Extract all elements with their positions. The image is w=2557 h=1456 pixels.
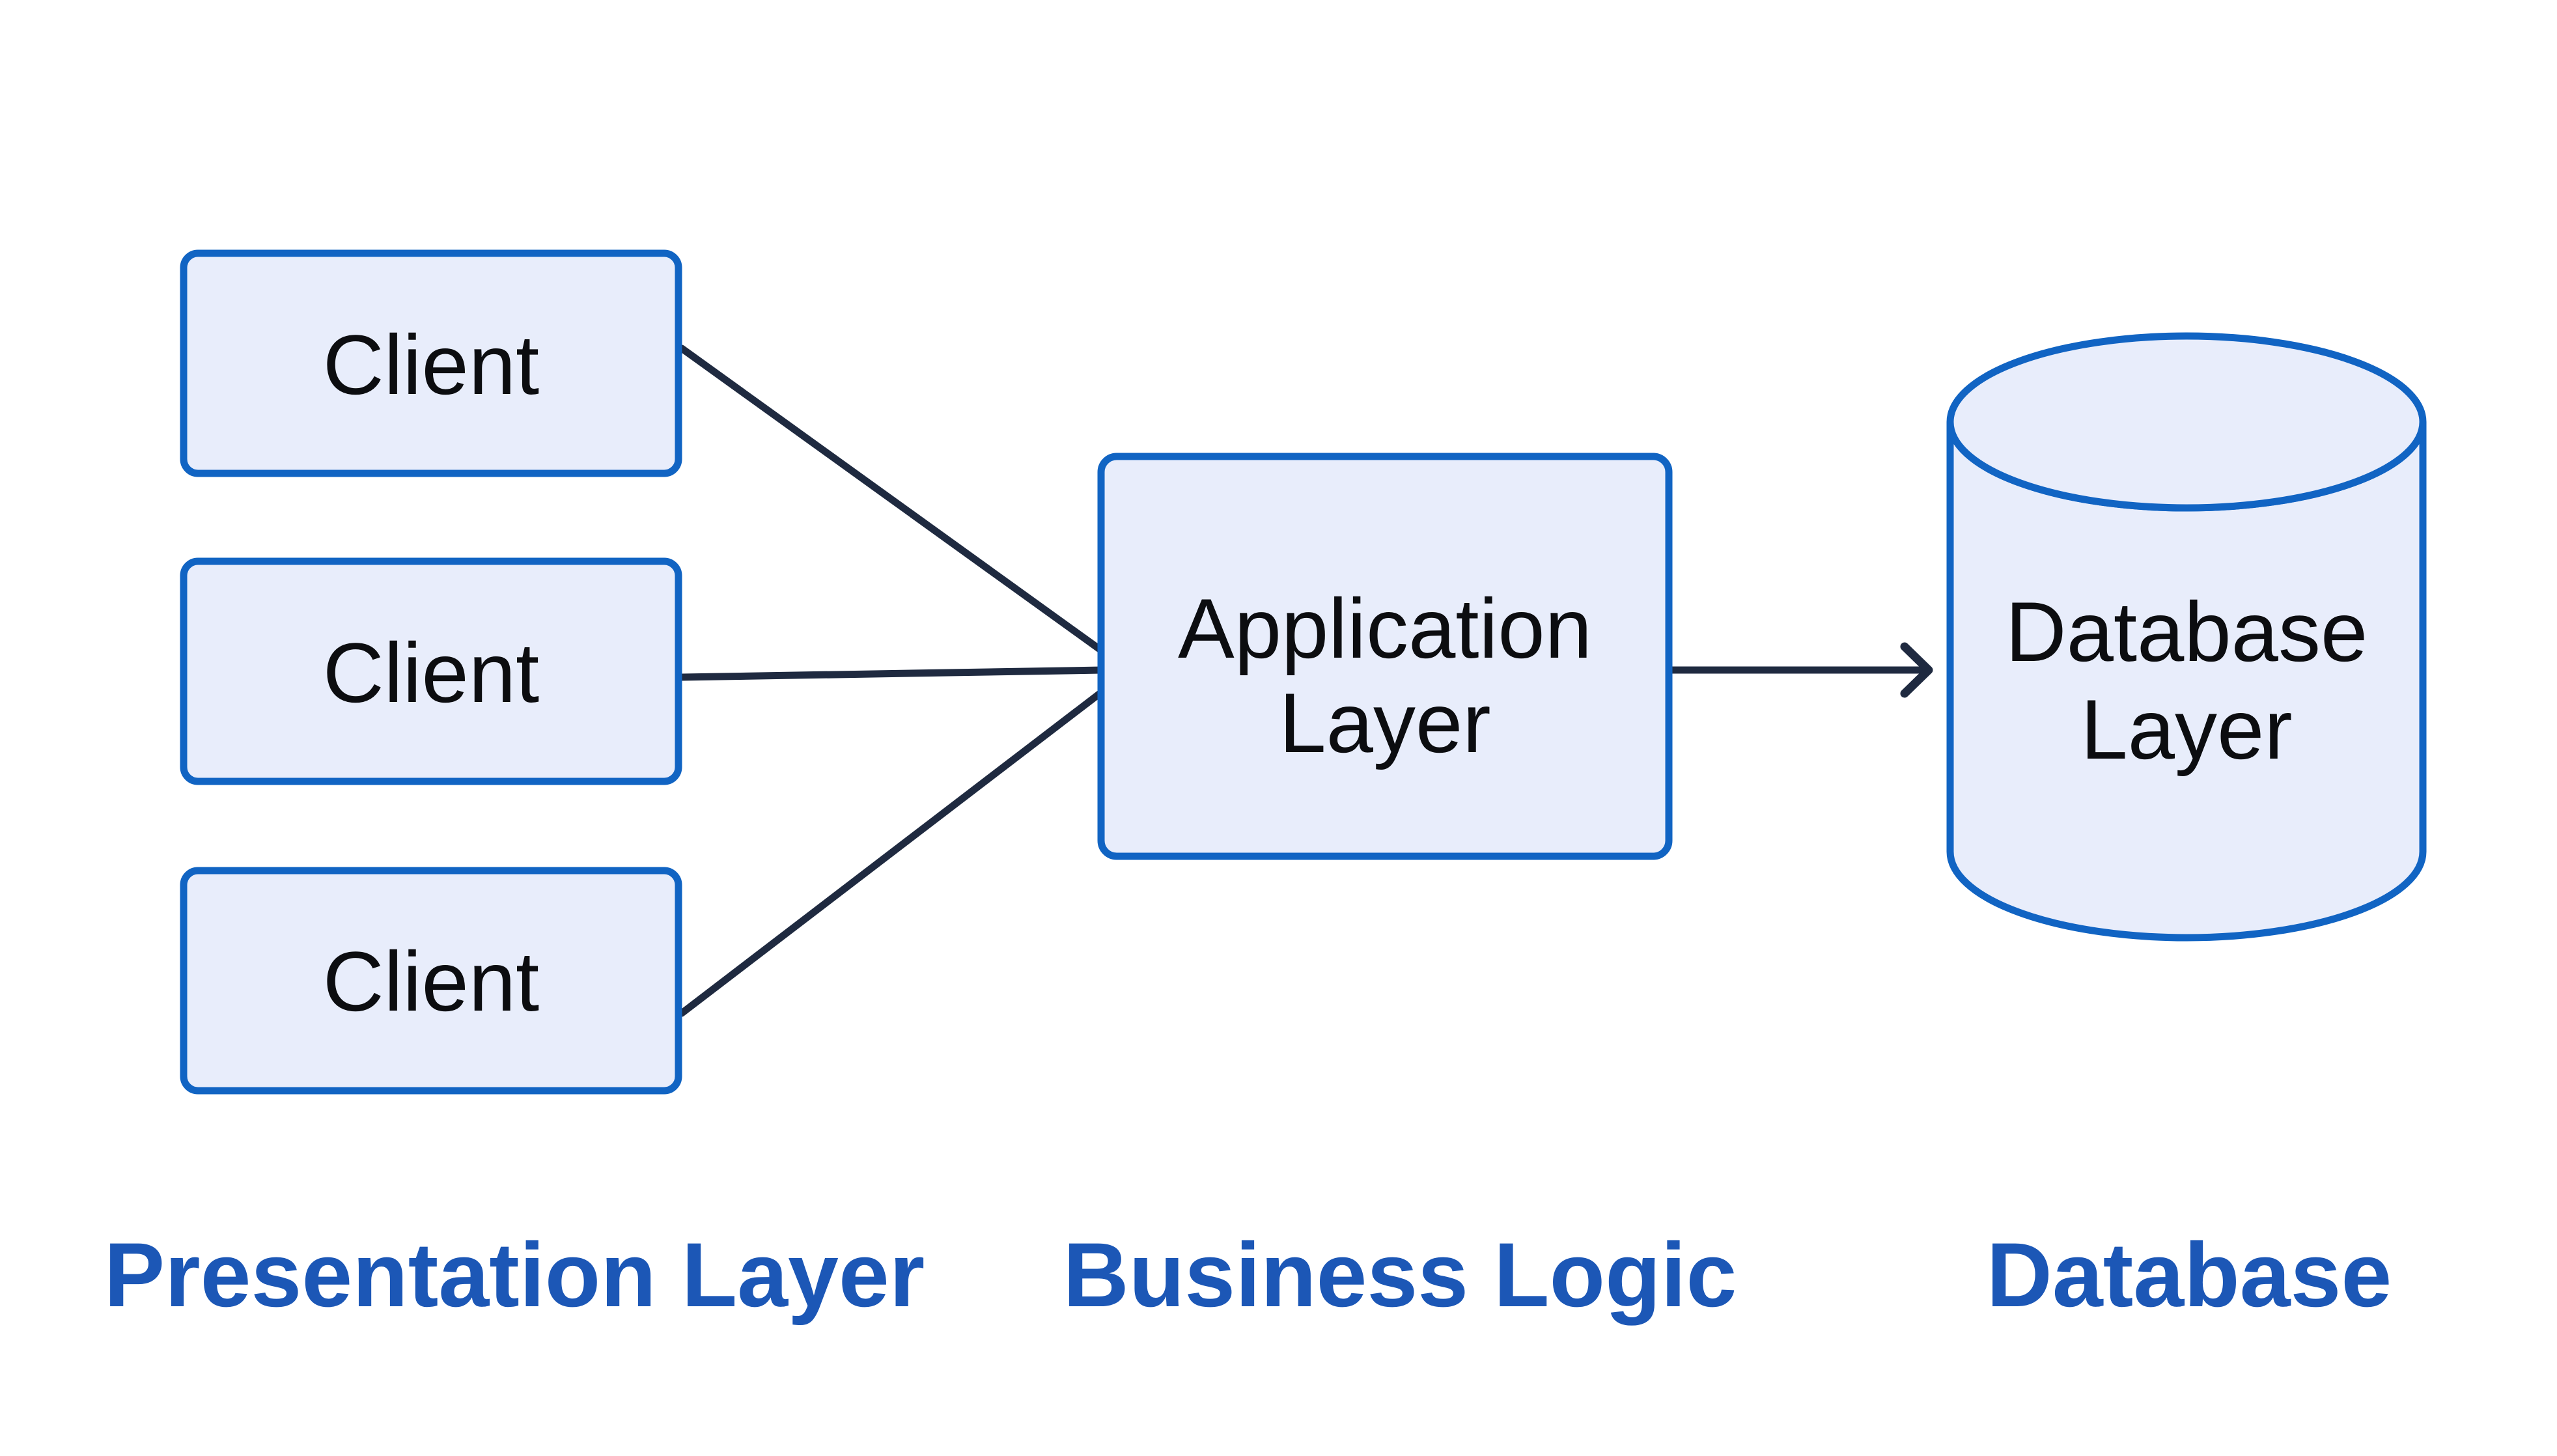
connector-client3-to-application <box>678 688 1106 1017</box>
database-node: Database Layer <box>1946 332 2427 942</box>
database-node-label-line1: Database <box>2005 584 2368 679</box>
tier-label-business-logic: Business Logic <box>1063 1224 1737 1326</box>
application-layer-node: Application Layer <box>1097 453 1673 860</box>
client-node-label: Client <box>323 317 539 412</box>
client-node-box <box>180 867 682 1095</box>
arrow-head-icon <box>1900 642 1933 698</box>
tier-label-presentation: Presentation Layer <box>104 1224 925 1326</box>
tier-label-database: Database <box>1987 1224 2392 1326</box>
database-node-label-line2: Layer <box>2080 682 2292 777</box>
client-node-3: Client <box>180 867 682 1095</box>
client-node-1: Client <box>180 249 682 477</box>
database-cylinder-top <box>1946 332 2427 512</box>
client-node-label: Client <box>323 934 539 1029</box>
client-node-box <box>180 557 682 785</box>
arrow-application-to-database <box>1667 642 1933 698</box>
tier-labels: Presentation Layer Business Logic Databa… <box>104 1224 2392 1326</box>
connector-group <box>678 344 1106 1017</box>
connector-client1-to-application <box>678 344 1106 655</box>
client-node-label: Client <box>323 625 539 720</box>
application-layer-label-line1: Application <box>1178 581 1592 676</box>
connector-client2-to-application <box>678 666 1106 681</box>
client-node-2: Client <box>180 557 682 785</box>
client-node-box <box>180 249 682 477</box>
application-layer-box <box>1097 453 1673 860</box>
application-layer-label-line2: Layer <box>1279 675 1490 770</box>
